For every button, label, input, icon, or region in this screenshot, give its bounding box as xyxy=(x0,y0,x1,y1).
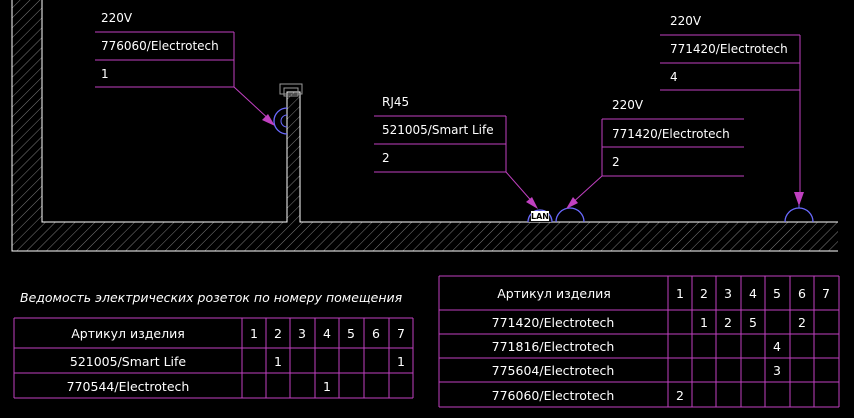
callout-1-qty: 1 xyxy=(101,67,109,81)
callout-771420-b: 220V 771420/Electrotech 4 xyxy=(660,14,804,206)
lan-socket-symbol: LAN xyxy=(527,209,553,223)
callout-776060: 220V 776060/Electrotech 1 xyxy=(95,11,275,126)
callout-1-voltage: 220V xyxy=(101,11,133,25)
arrowhead-icon xyxy=(262,114,275,126)
svg-text:7: 7 xyxy=(397,326,405,341)
callout-2-voltage: RJ45 xyxy=(382,95,409,109)
svg-text:5: 5 xyxy=(347,326,355,341)
table-right-column-headers: 1 2 3 4 5 6 7 xyxy=(676,286,830,301)
svg-text:4: 4 xyxy=(323,326,331,341)
callout-4-qty: 4 xyxy=(670,70,678,84)
callout-771420-a: 220V 771420/Electrotech 2 xyxy=(566,98,744,209)
callout-3-article: 771420/Electrotech xyxy=(612,127,730,141)
svg-text:3: 3 xyxy=(298,326,306,341)
svg-text:776060/Electrotech: 776060/Electrotech xyxy=(492,388,615,403)
socket-symbol-wall xyxy=(273,107,288,135)
socket-symbol-floor-2 xyxy=(555,207,585,223)
svg-text:1: 1 xyxy=(700,315,708,330)
arrowhead-icon xyxy=(526,197,538,209)
svg-text:4: 4 xyxy=(773,339,781,354)
callout-4-article: 771420/Electrotech xyxy=(670,42,788,56)
callout-521005: RJ45 521005/Smart Life 2 xyxy=(374,95,538,209)
svg-text:5: 5 xyxy=(749,315,757,330)
table-row: 771420/Electrotech 1 2 5 2 xyxy=(492,315,806,330)
table-left-column-headers: 1 2 3 4 5 6 7 xyxy=(250,326,405,341)
svg-text:6: 6 xyxy=(798,286,806,301)
arrowhead-icon xyxy=(794,192,804,206)
table-row: 776060/Electrotech 2 xyxy=(492,388,684,403)
table-row: 521005/Smart Life 1 1 xyxy=(70,354,405,369)
callout-2-qty: 2 xyxy=(382,151,390,165)
svg-text:7: 7 xyxy=(822,286,830,301)
svg-text:6: 6 xyxy=(372,326,380,341)
svg-text:771816/Electrotech: 771816/Electrotech xyxy=(492,339,615,354)
wall-section xyxy=(11,0,838,252)
svg-text:2: 2 xyxy=(274,326,282,341)
table-row: 775604/Electrotech 3 xyxy=(492,363,781,378)
lan-label: LAN xyxy=(531,212,549,221)
socket-schedule-table-right: Артикул изделия 1 2 3 4 5 6 7 771420/Ele… xyxy=(438,275,840,408)
table-right-header: Артикул изделия xyxy=(497,286,611,301)
callout-4-voltage: 220V xyxy=(670,14,702,28)
arrowhead-icon xyxy=(566,197,578,209)
svg-text:4: 4 xyxy=(749,286,757,301)
svg-text:3: 3 xyxy=(724,286,732,301)
svg-text:2: 2 xyxy=(798,315,806,330)
svg-text:2: 2 xyxy=(724,315,732,330)
table-row: 770544/Electrotech 1 xyxy=(67,379,331,394)
svg-text:1: 1 xyxy=(250,326,258,341)
callout-2-article: 521005/Smart Life xyxy=(382,123,494,137)
svg-text:1: 1 xyxy=(397,354,405,369)
socket-schedule-table-left: Ведомость электрических розеток по номер… xyxy=(13,290,414,399)
svg-text:770544/Electrotech: 770544/Electrotech xyxy=(67,379,190,394)
svg-text:521005/Smart Life: 521005/Smart Life xyxy=(70,354,187,369)
svg-text:1: 1 xyxy=(274,354,282,369)
table-left-header: Артикул изделия xyxy=(71,326,185,341)
callout-3-qty: 2 xyxy=(612,155,620,169)
callout-3-voltage: 220V xyxy=(612,98,644,112)
svg-text:771420/Electrotech: 771420/Electrotech xyxy=(492,315,615,330)
callout-1-article: 776060/Electrotech xyxy=(101,39,219,53)
svg-text:775604/Electrotech: 775604/Electrotech xyxy=(492,363,615,378)
svg-text:5: 5 xyxy=(773,286,781,301)
socket-symbol-floor-4 xyxy=(784,205,814,223)
table-row: 771816/Electrotech 4 xyxy=(492,339,781,354)
svg-text:1: 1 xyxy=(323,379,331,394)
svg-text:2: 2 xyxy=(676,388,684,403)
table-title: Ведомость электрических розеток по номер… xyxy=(20,290,403,305)
svg-text:3: 3 xyxy=(773,363,781,378)
svg-text:1: 1 xyxy=(676,286,684,301)
svg-text:2: 2 xyxy=(700,286,708,301)
